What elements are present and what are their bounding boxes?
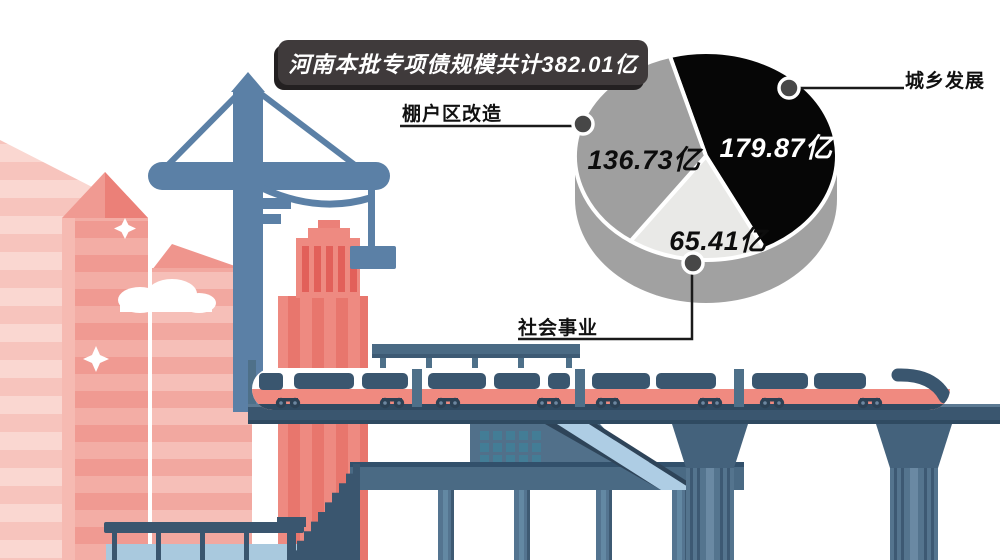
pie-label-social: 社会事业 [518, 318, 599, 339]
platform-beam-edge [350, 462, 744, 467]
title-banner: 河南本批专项债规模共计382.01亿 [278, 40, 648, 85]
page-title: 河南本批专项债规模共计382.01亿 [288, 51, 638, 77]
pie-value-shantytown: 136.73亿 [587, 145, 701, 175]
pie-label-urban: 城乡发展 [905, 71, 986, 92]
bridge-pier [876, 424, 952, 560]
platform-columns [438, 490, 688, 560]
train-windows [294, 373, 866, 389]
callout-dot-urban [777, 76, 801, 100]
sparkle-icon [114, 218, 136, 239]
cloud-icon [118, 279, 216, 313]
callout-dot-shantytown [571, 112, 595, 136]
train-wheels [275, 397, 883, 409]
callout-line-social [518, 272, 694, 341]
tower-crane-icon [148, 72, 396, 412]
pie-slice-0 [667, 50, 839, 252]
column-tower-illustration [296, 220, 360, 298]
sparkle-icon [83, 346, 109, 372]
bridge-pier [672, 424, 748, 560]
riverside-railing [104, 517, 306, 560]
pie-value-urban: 179.87亿 [719, 133, 833, 163]
pie-value-social: 65.41亿 [669, 226, 767, 256]
deck-end-post [248, 360, 256, 424]
callout-dot-social [681, 251, 705, 275]
train-illustration [252, 368, 950, 410]
pie-label-shantytown: 棚户区改造 [402, 104, 503, 125]
escalator-ramp [545, 424, 701, 490]
stairs [290, 464, 360, 560]
